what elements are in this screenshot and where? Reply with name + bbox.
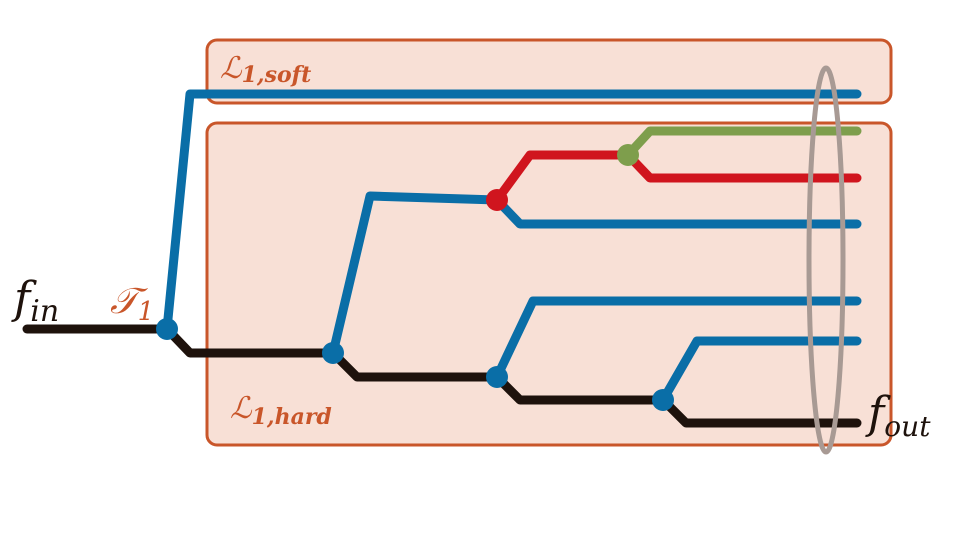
node-split-green [617, 144, 639, 166]
label-t1: 𝒯1 [110, 281, 154, 327]
node-split-red [486, 189, 508, 211]
soft-box [205, 38, 893, 105]
node-split-1 [322, 342, 344, 364]
node-split-3 [652, 389, 674, 411]
soft-path [162, 89, 862, 334]
output-ellipse [806, 65, 846, 455]
blue-branch-lower [658, 336, 862, 405]
label-l1-hard: ℒ1,hard [230, 391, 332, 430]
blue-branch-middle [492, 296, 862, 382]
node-split-2 [486, 366, 508, 388]
label-f-out: fout [865, 388, 931, 443]
node-t1 [156, 318, 178, 340]
hard-box [205, 121, 893, 447]
label-l1-soft: ℒ1,soft [220, 51, 311, 88]
label-f-in: fin [11, 273, 59, 329]
